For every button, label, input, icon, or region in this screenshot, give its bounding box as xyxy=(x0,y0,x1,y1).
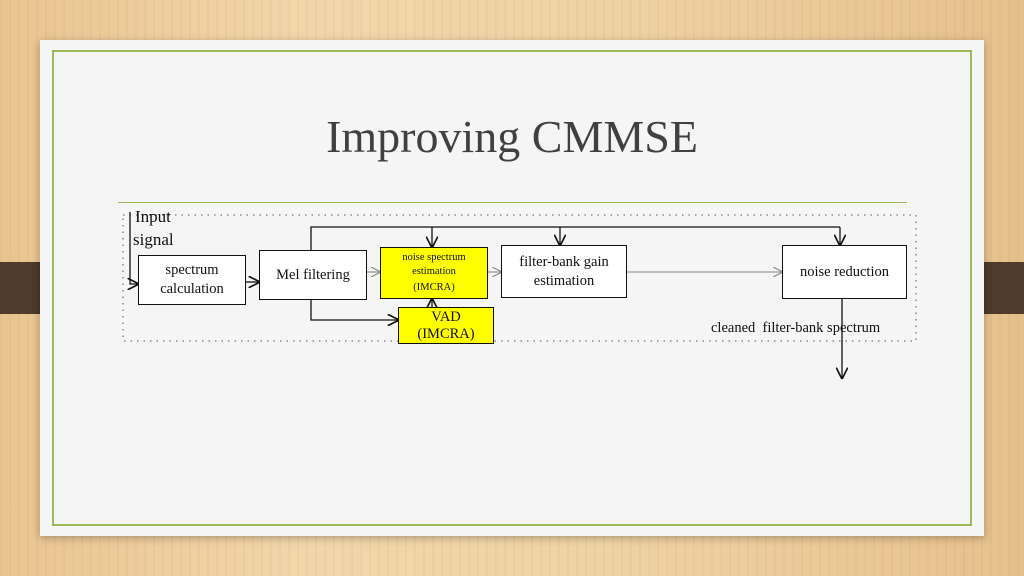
spectrum-calculation-box: spectrum calculation xyxy=(138,255,246,305)
mel-filtering-box: Mel filtering xyxy=(259,250,367,300)
input-label-line2: signal xyxy=(133,230,174,249)
slide-border xyxy=(52,50,972,526)
spectrum-box-line1: spectrum xyxy=(165,262,219,279)
slide-title: Improving CMMSE xyxy=(326,111,698,162)
filter-bank-gain-box: filter-bank gain estimation xyxy=(501,245,627,298)
noise-box-line3: (IMCRA) xyxy=(413,282,455,294)
noise-spectrum-estimation-box: noise spectrum estimation (IMCRA) xyxy=(380,247,488,299)
vad-box-line1: VAD xyxy=(431,308,461,325)
title-divider xyxy=(118,202,907,203)
mel-box-label: Mel filtering xyxy=(276,266,350,283)
top-bus xyxy=(310,226,840,250)
gain-box-line2: estimation xyxy=(533,272,595,289)
arrow-mel-to-vad xyxy=(310,300,398,320)
input-arrow xyxy=(130,212,138,284)
dotted-region xyxy=(122,214,917,342)
noise-reduction-box: noise reduction xyxy=(782,245,907,299)
noise-box-line1: noise spectrum xyxy=(402,251,466,263)
vad-box: VAD (IMCRA) xyxy=(398,307,494,344)
output-label: cleaned filter-bank spectrum xyxy=(711,320,881,336)
vad-box-line2: (IMCRA) xyxy=(417,325,475,342)
noise-box-line2: estimation xyxy=(412,265,456,277)
gain-box-line1: filter-bank gain xyxy=(519,253,609,270)
input-label-line1: Input xyxy=(135,207,171,226)
reduction-box-label: noise reduction xyxy=(800,263,889,280)
spectrum-box-line2: calculation xyxy=(160,281,224,297)
